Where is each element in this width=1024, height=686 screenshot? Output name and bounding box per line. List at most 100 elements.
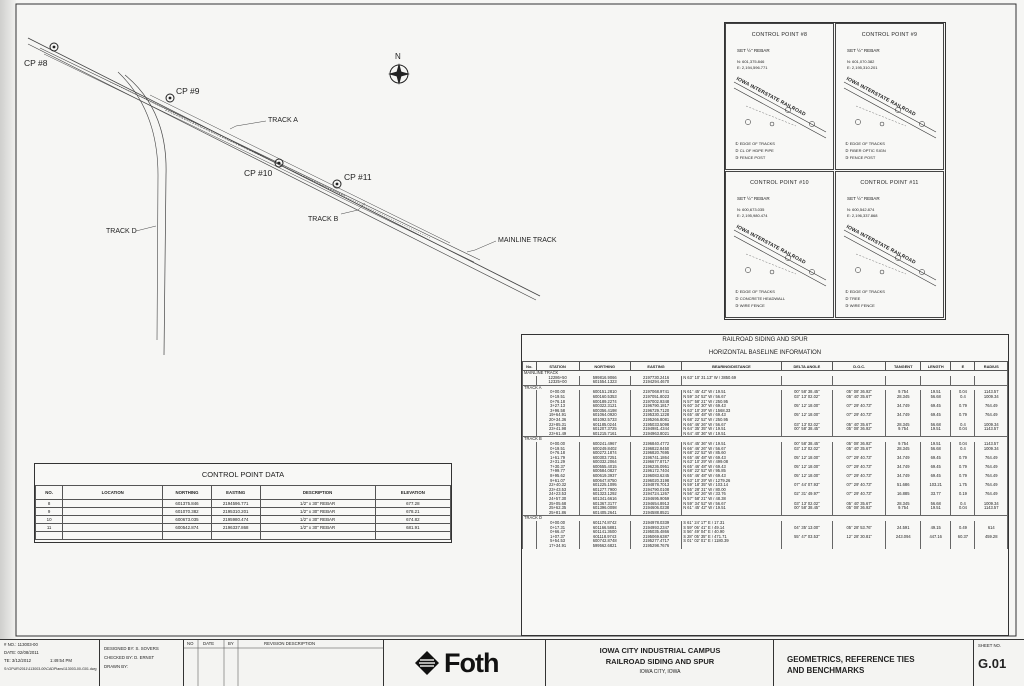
cpd-cell — [62, 515, 164, 524]
rr-cell: 0.4 — [950, 446, 976, 452]
rr-cell: 0.4 — [950, 501, 976, 507]
track-d-label: TRACK D — [106, 228, 137, 235]
cpd-cell — [62, 507, 164, 516]
cpd-cell: 2195980.474 — [210, 515, 261, 524]
rr-cell — [950, 460, 976, 465]
rr-cell: 0.04 — [950, 427, 976, 432]
rr-cell — [950, 380, 976, 386]
rr-cell — [920, 497, 952, 502]
rr-cell — [950, 451, 976, 456]
rr-cell: 764.49 — [974, 455, 1008, 461]
track-a-label: TRACK A — [268, 117, 298, 124]
rr-cell — [974, 510, 1008, 516]
rr-cell: 17+34.91 — [535, 543, 580, 549]
cpd-cell: 8 — [34, 499, 64, 508]
project-name: IOWA CITY INDUSTRIAL CAMPUS — [599, 646, 721, 655]
cpd-cell: 1/2" x 30" REBAR — [259, 499, 376, 508]
rr-cell — [832, 487, 887, 493]
rr-cell — [832, 375, 887, 381]
rr-cell: 2196822.8450 — [629, 446, 683, 452]
logo-block: Foth — [384, 640, 546, 686]
rr-cell: 05° 40' 35.67" — [832, 446, 887, 452]
rr-cell: 2197051.8023 — [629, 394, 683, 400]
rr-header-cell: EASTING — [629, 361, 683, 371]
cp-panel-sketch — [843, 81, 937, 139]
rr-cell: 05° 28' 53.76" — [832, 525, 887, 531]
rr-cell — [920, 380, 952, 386]
rr-cell: 1143.57 — [974, 390, 1008, 395]
rr-header-cell: RADIUS — [974, 361, 1008, 371]
cp-panel-legend-item: ③ WIRE FENCE — [735, 303, 765, 308]
rr-cell: 69.45 — [920, 404, 952, 409]
rr-cell: 12° 28' 30.81" — [832, 534, 887, 540]
cp-panel-legend-item: ② CONCRETE HEADWALL — [735, 296, 786, 301]
rr-section-row: TRACK D — [522, 515, 1008, 521]
cp-panel-set: SET ½" REBAR — [737, 48, 770, 53]
rr-header-cell: E — [950, 361, 976, 371]
rr-cell: 19.51 — [920, 441, 952, 447]
north-arrow-icon — [388, 63, 410, 85]
cpd-cell: 674.82 — [374, 515, 452, 524]
rr-cell — [950, 431, 976, 437]
rr-cell: 2196172.7404 — [629, 469, 683, 475]
rr-cell: 05° 40' 35.67" — [832, 394, 887, 400]
title-block-info: # NO.: 113003-00 DATE: 02/08/2011 TE: 3/… — [0, 640, 100, 686]
rr-cell: 0.04 — [950, 390, 976, 395]
rr-cell: 2194978.0339 — [629, 521, 683, 526]
rr-header-cell: No. — [522, 361, 537, 371]
cpd-cell: 601070.382 — [162, 507, 212, 516]
rr-cell: 07° 29' 40.73" — [832, 483, 887, 488]
rr-cell: 2196236.0951 — [629, 464, 683, 470]
rr-cell — [950, 408, 976, 414]
cp-panel-set: SET ½" REBAR — [847, 48, 880, 53]
rr-cell — [974, 539, 1008, 544]
cpd-cell — [62, 531, 164, 540]
rr-cell: 2196820.7695 — [629, 451, 683, 456]
cpd-cell: 1/2" x 30" REBAR — [259, 507, 376, 516]
rr-cell: 69.45 — [920, 464, 952, 470]
cpd-header-cell: NORTHING — [162, 485, 212, 500]
rr-cell: 1143.57 — [974, 427, 1008, 432]
rr-cell: 2194790.0108 — [629, 487, 683, 493]
cp-panel-northing: N: 601,070.382 — [847, 59, 875, 64]
cpd-header-cell: NO. — [34, 485, 64, 500]
rr-cell: 07° 29' 40.73" — [832, 492, 887, 498]
checked-by: CHECKED BY: D. ERNST — [104, 655, 155, 660]
rr-cell: 07° 29' 40.73" — [832, 474, 887, 479]
cpd-cell — [374, 531, 452, 540]
cp8-marker-icon — [49, 42, 59, 52]
rr-header-cell: LENGTH — [920, 361, 952, 371]
designer-block: DESIGNED BY: S. SOVERS CHECKED BY: D. ER… — [100, 640, 184, 686]
foth-logo: Foth — [414, 646, 499, 680]
rr-cell: 1009.34 — [974, 501, 1008, 507]
rr-cell: 07° 29' 40.73" — [832, 464, 887, 470]
rr-cell: 0.79 — [950, 404, 976, 409]
title-block: # NO.: 113003-00 DATE: 02/08/2011 TE: 3/… — [0, 639, 1024, 686]
rr-cell — [920, 469, 952, 475]
cp10-label: CP #10 — [244, 168, 273, 178]
cp-panel-easting: E: 2,195,310.201 — [847, 65, 878, 70]
rr-cell: 1143.57 — [974, 506, 1008, 511]
label-leaders — [135, 120, 497, 253]
rr-cell — [974, 497, 1008, 502]
cp-panel-legend-item: ③ FENCE POST — [735, 155, 766, 160]
rr-header-cell: NORTHING — [578, 361, 631, 371]
rr-cell — [920, 510, 952, 516]
rr-cell — [832, 460, 887, 465]
cp-panel-sketch — [843, 229, 937, 287]
rr-cell — [950, 510, 976, 516]
cp-panel-sketch — [733, 81, 827, 139]
